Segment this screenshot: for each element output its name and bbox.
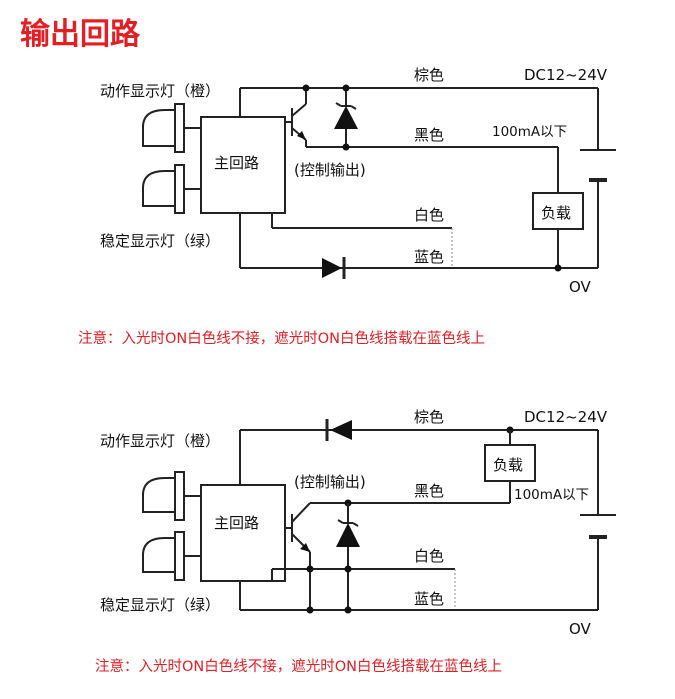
junction-dot: [554, 264, 562, 272]
output-transistor-icon: [285, 88, 307, 147]
black-wire-label: 黑色: [414, 482, 444, 500]
pnp-circuit: 动作显示灯（橙） 稳定显示灯（绿） 主回路 棕色 DC12~24V 负载 100…: [100, 408, 616, 638]
action-lamp-label: 动作显示灯（橙）: [100, 432, 220, 450]
load-label: 负载: [493, 456, 523, 474]
supply-label: DC12~24V: [524, 66, 608, 84]
junction-dot: [306, 606, 314, 614]
control-output-label: (控制输出): [294, 473, 366, 491]
junction-dot: [342, 84, 350, 92]
battery-icon: [580, 88, 616, 268]
zener-diode-icon: [334, 88, 358, 147]
action-lamp-label: 动作显示灯（橙）: [100, 82, 220, 100]
action-lamp-icon: [142, 471, 201, 521]
black-wire-label: 黑色: [414, 126, 444, 144]
current-label: 100mA以下: [492, 124, 567, 140]
junction-dot: [302, 84, 310, 92]
white-wire-label: 白色: [414, 206, 444, 224]
junction-dot: [306, 565, 314, 573]
stable-lamp-icon: [142, 531, 201, 581]
main-circuit-label: 主回路: [214, 514, 259, 532]
junction-dot: [342, 143, 350, 151]
note-text: 注意：入光时ON白色线不接，遮光时ON白色线搭载在蓝色线上: [95, 657, 502, 675]
main-circuit-box: [200, 484, 286, 582]
load-label: 负载: [541, 204, 571, 222]
junction-dot: [344, 606, 352, 614]
note-text: 注意：入光时ON白色线不接，遮光时ON白色线搭载在蓝色线上: [78, 329, 485, 347]
main-circuit-box: [200, 116, 286, 214]
blue-wire-label: 蓝色: [414, 590, 444, 608]
white-wire-label: 白色: [414, 547, 444, 565]
control-output-label: (控制输出): [294, 161, 366, 179]
zero-volt-label: OV: [569, 278, 592, 296]
zero-volt-label: OV: [569, 620, 592, 638]
action-lamp-icon: [142, 103, 201, 153]
current-label: 100mA以下: [514, 487, 589, 503]
main-circuit-label: 主回路: [214, 154, 259, 172]
npn-circuit: 动作显示灯（橙） 稳定显示灯（绿） 主回路 棕色 DC12~24V: [100, 66, 616, 296]
blue-wire-label: 蓝色: [414, 248, 444, 266]
stable-lamp-label: 稳定显示灯（绿）: [100, 232, 220, 250]
battery-icon: [580, 430, 616, 610]
zener-diode-icon: [336, 503, 360, 610]
junction-dot: [344, 565, 352, 573]
stable-lamp-label: 稳定显示灯（绿）: [100, 596, 220, 614]
page-title: 输出回路: [20, 17, 141, 52]
output-transistor-icon: [285, 502, 311, 610]
brown-wire-label: 棕色: [414, 66, 444, 84]
brown-wire-label: 棕色: [414, 408, 444, 426]
diode-icon: [322, 257, 346, 279]
supply-label: DC12~24V: [524, 408, 608, 426]
stable-lamp-icon: [142, 164, 201, 214]
diode-icon: [325, 419, 352, 441]
